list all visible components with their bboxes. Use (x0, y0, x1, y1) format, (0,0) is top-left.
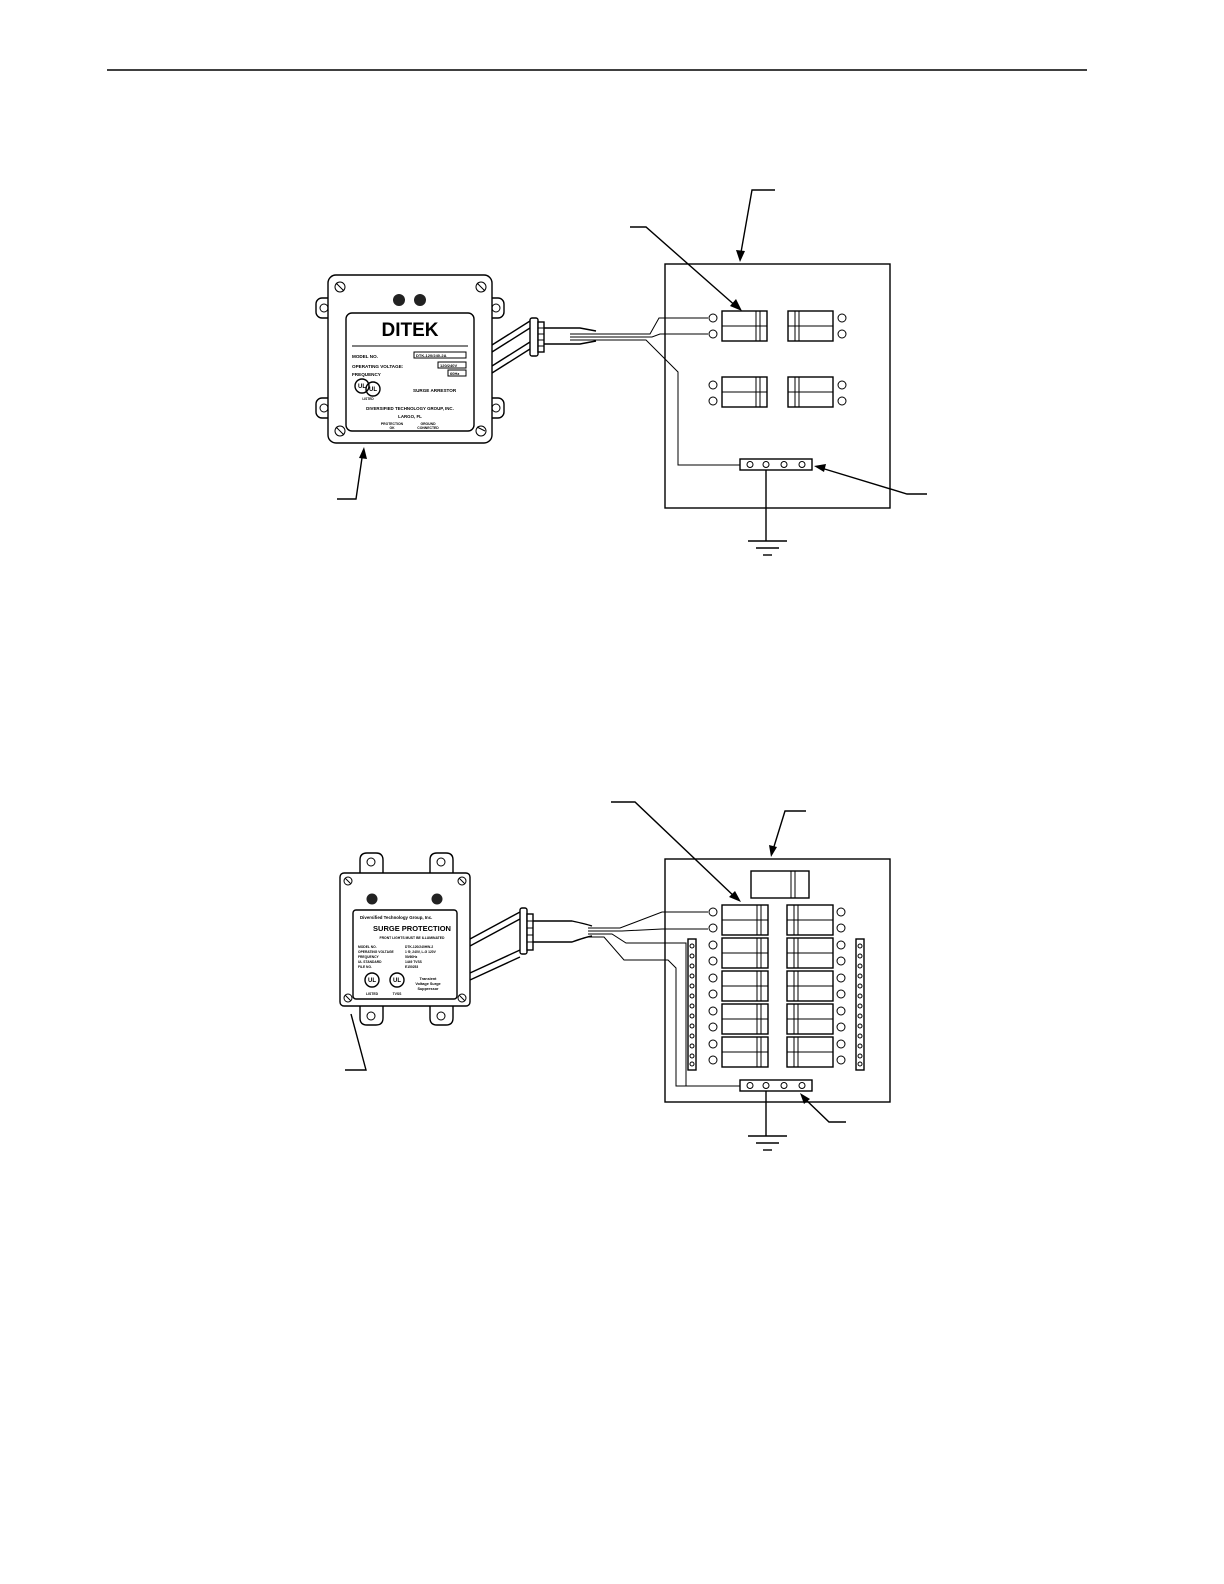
svg-text:UL: UL (393, 978, 401, 984)
terminal-screw (708, 1006, 718, 1016)
company-name: DIVERSIFIED TECHNOLOGY GROUP, INC. (366, 406, 454, 411)
terminal-screw (836, 1006, 846, 1016)
ul-listing-mark: UL UL LISTED (354, 378, 381, 401)
wiring-1 (570, 317, 740, 466)
terminal-screw (708, 923, 718, 933)
indicator-lights (393, 294, 426, 306)
terminal-screw (708, 973, 718, 983)
indicator-lights-2 (366, 893, 443, 905)
terminal-screw (836, 1055, 846, 1065)
terminal-screw (836, 989, 846, 999)
breaker-panel-2 (664, 858, 891, 1103)
panel-enclosure-2 (664, 858, 891, 1103)
earth-ground-symbol-2 (748, 1091, 787, 1151)
protection-indicator-sub: OK (389, 426, 395, 430)
frequency-label: FREQUENCY (352, 372, 381, 377)
conduit-connector-2 (469, 907, 593, 981)
company-location: LARGO, FL (398, 414, 422, 419)
svg-text:E150253: E150253 (405, 965, 418, 969)
svg-text:LISTED: LISTED (362, 397, 374, 401)
terminal-screw (836, 940, 846, 950)
ground-bus-bar-2 (739, 1079, 813, 1092)
svg-text:FREQUENCY: FREQUENCY (358, 955, 379, 959)
illumination-notice: FRONT LIGHTS MUST BE ILLUMINATED (380, 936, 445, 940)
brand-logo: DITEK (382, 320, 439, 341)
ground-indicator-sub: CONNECTED (417, 426, 439, 430)
svg-text:UL: UL (369, 387, 377, 393)
terminal-screw (708, 956, 718, 966)
svg-text:UL: UL (358, 384, 366, 390)
neutral-bar-left (687, 938, 697, 1071)
breaker-row-1 (708, 310, 847, 342)
ground-indicator-label: GROUND (420, 422, 436, 426)
figure-2-wiring-diagram: Diversified Technology Group, Inc. SURGE… (339, 801, 891, 1151)
figure-1-wiring-diagram: DITEK MODEL NO. DTK-120/240-2A OPERATING… (315, 189, 927, 556)
terminal-screw (836, 923, 846, 933)
surge-protection-title: SURGE PROTECTION (373, 924, 451, 933)
svg-text:MODEL NO.: MODEL NO. (358, 945, 377, 949)
corner-screws (334, 281, 487, 437)
terminal-screw (836, 1022, 846, 1032)
panel-enclosure (664, 263, 891, 509)
svg-text:UL: UL (368, 978, 376, 984)
svg-text:FILE NO.: FILE NO. (358, 965, 372, 969)
wiring-2 (588, 911, 740, 1087)
neutral-bar-right (855, 938, 865, 1071)
terminal-screw (836, 1039, 846, 1049)
model-value: DTK-120/240-2A (416, 353, 447, 358)
terminal-screw (708, 1055, 718, 1065)
terminal-screw (708, 1039, 718, 1049)
terminal-screw (836, 956, 846, 966)
terminal-screw (708, 989, 718, 999)
device-type-text: SURGE ARRESTOR (413, 388, 457, 393)
svg-text:OPERATING VOLTAGE: OPERATING VOLTAGE (358, 950, 395, 954)
terminal-screw (836, 973, 846, 983)
breaker-stack (708, 904, 846, 1068)
model-label: MODEL NO. (352, 354, 378, 359)
device-label-plate (345, 312, 475, 432)
voltage-value: 120/240V (440, 363, 457, 368)
svg-text:1 Φ, 240V, L-G 120V: 1 Φ, 240V, L-G 120V (405, 950, 437, 954)
svg-text:50/60Hz: 50/60Hz (405, 955, 418, 959)
terminal-screw (836, 907, 846, 917)
svg-text:LISTED: LISTED (366, 992, 379, 996)
protection-indicator-label: PROTECTION (381, 422, 404, 426)
corner-screws-2 (343, 876, 467, 1003)
terminal-screw (708, 940, 718, 950)
ul-listing-mark-2: UL UL LISTED TVSS (364, 972, 405, 996)
svg-text:TVSS: TVSS (393, 992, 403, 996)
voltage-label: OPERATING VOLTAGE: (352, 364, 404, 369)
callout-leaders-1 (337, 189, 927, 500)
svg-text:DTK-120/240HW-2: DTK-120/240HW-2 (405, 945, 433, 949)
spec-table: MODEL NO. OPERATING VOLTAGE FREQUENCY UL… (358, 945, 437, 969)
main-breaker (750, 870, 810, 899)
device-label-plate-2 (352, 909, 458, 1000)
device-type-line-3: Suppressor (417, 987, 439, 991)
terminal-screw (708, 907, 718, 917)
svg-text:1449 TVSS: 1449 TVSS (405, 960, 423, 964)
callout-leaders-2 (345, 801, 846, 1123)
svg-text:UL STANDARD: UL STANDARD (358, 960, 382, 964)
conduit-connector-1 (491, 317, 597, 374)
ground-bus-bar-1 (739, 458, 813, 471)
breaker-row-2 (708, 376, 847, 408)
device-type-line-1: Transient (420, 977, 438, 981)
breaker-panel-1 (664, 263, 891, 509)
terminal-screw (708, 1022, 718, 1032)
company-name-2: Diversified Technology Group, Inc. (360, 915, 432, 920)
earth-ground-symbol-1 (748, 470, 787, 556)
surge-protector-device-2: Diversified Technology Group, Inc. SURGE… (339, 852, 471, 1026)
frequency-value: 60Hz (450, 371, 459, 376)
device-type-line-2: Voltage Surge (415, 982, 440, 986)
surge-arrestor-device-1: DITEK MODEL NO. DTK-120/240-2A OPERATING… (315, 274, 505, 444)
mounting-tabs-2 (359, 852, 454, 1026)
